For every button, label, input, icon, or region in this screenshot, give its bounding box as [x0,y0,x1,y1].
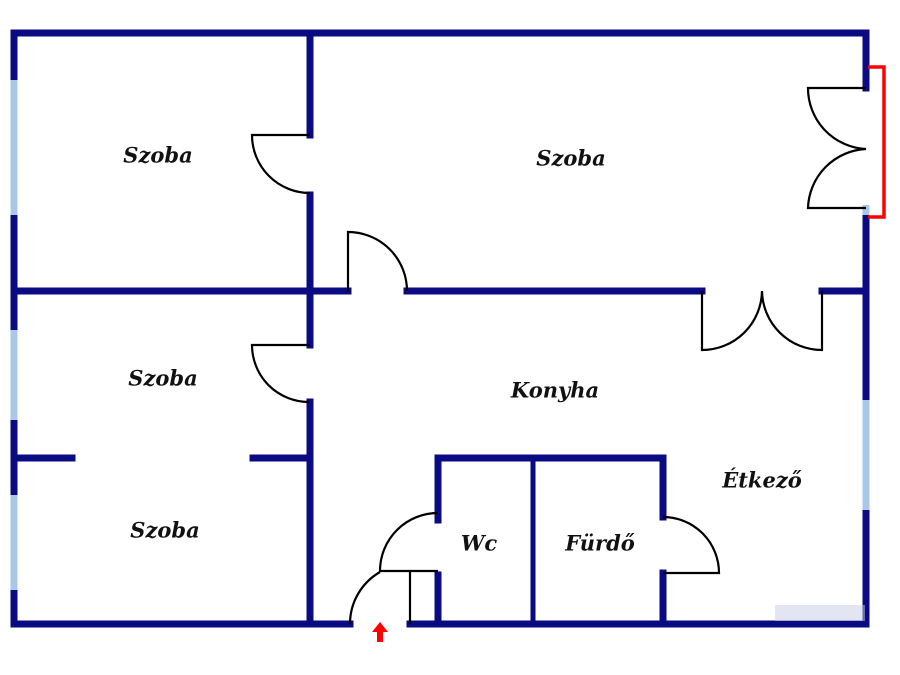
windows [10,80,870,590]
balcony-outline [868,65,886,219]
door-szoba-top-right [346,230,409,292]
walls [10,29,870,628]
room-label-szoba: Szoba [130,517,200,543]
doors [250,86,867,625]
room-label-szoba: Szoba [123,142,193,168]
room-label-konyha: Konyha [510,377,600,403]
double-door-balcony [806,86,867,210]
room-label-wc: Wc [460,530,498,556]
door-furdo [662,515,721,575]
door-szoba-mid-left [250,343,310,404]
double-door-etkezo [700,290,824,352]
room-label-etkezo: Étkező [722,467,802,493]
room-label-szoba: Szoba [536,145,606,171]
door-entrance [348,571,381,625]
door-wc [378,511,439,573]
room-label-szoba: Szoba [128,365,198,391]
entrance-arrow-icon [372,622,388,642]
watermark [775,605,865,621]
door-szoba-top-left [250,133,311,195]
room-label-furdo: Fürdő [565,530,635,556]
